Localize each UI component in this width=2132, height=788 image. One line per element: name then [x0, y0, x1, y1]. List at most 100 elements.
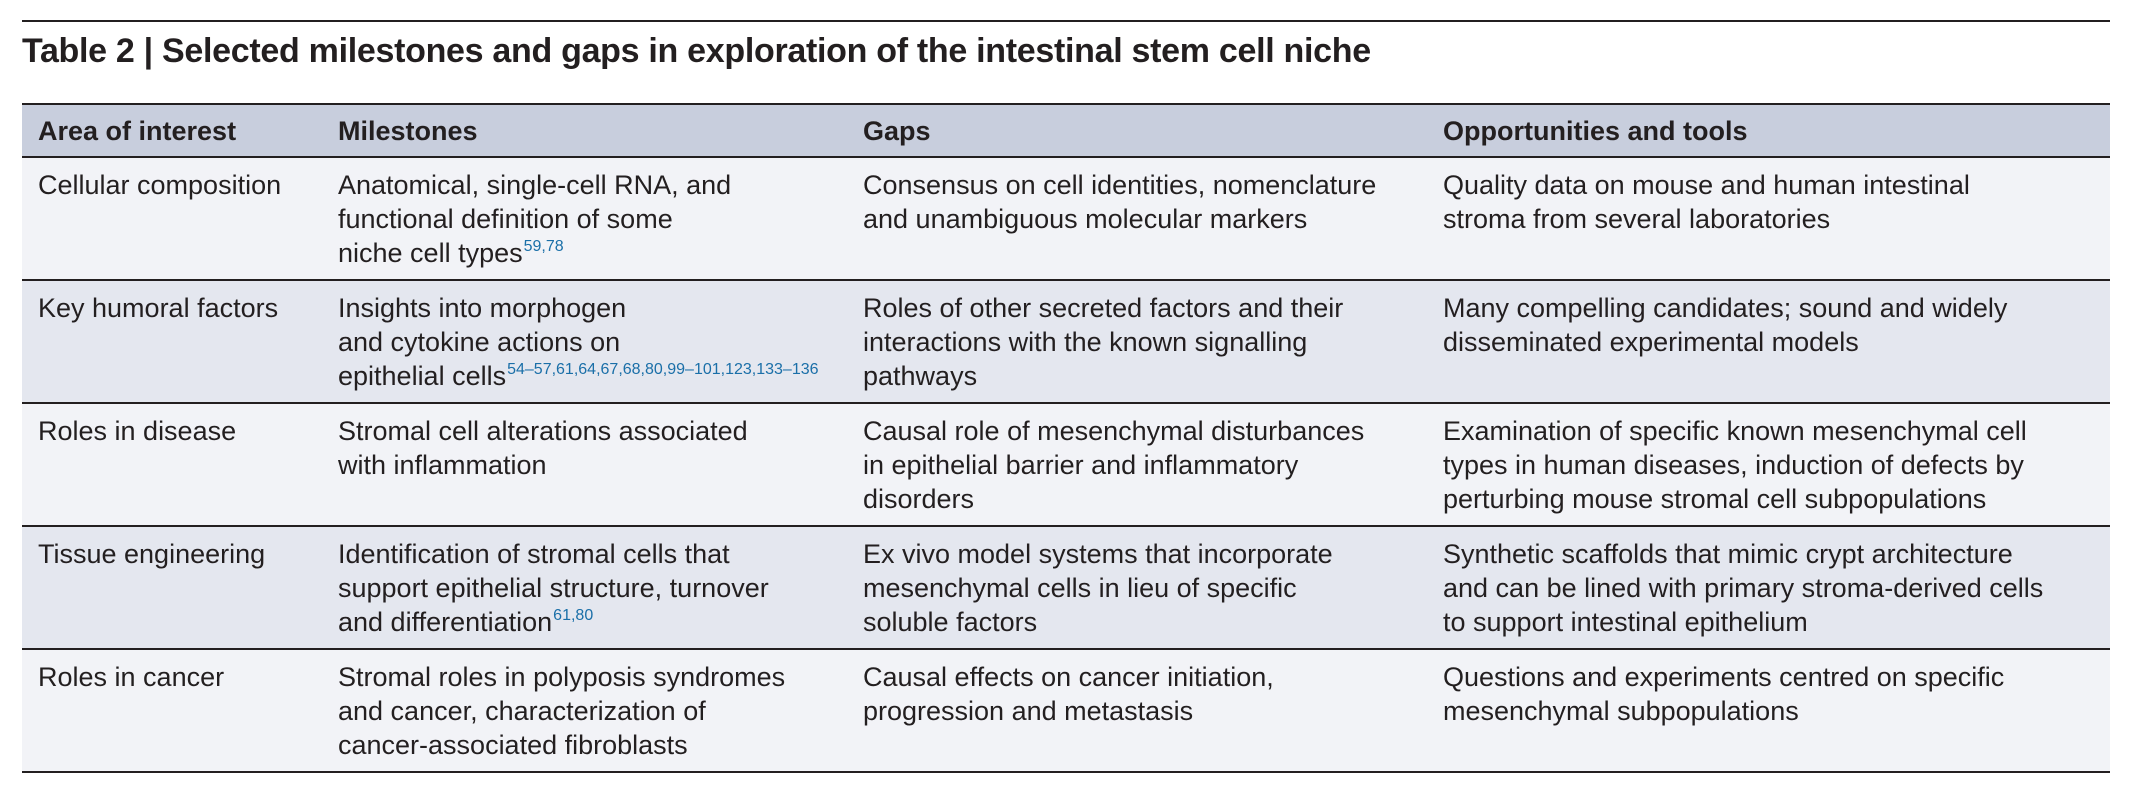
cell-text: Examination of specific known mesenchyma… — [1443, 416, 2027, 446]
table-row: Roles in cancer Stromal roles in polyposi… — [22, 649, 2110, 773]
cell-text-line: in epithelial barrier and inflammatory — [863, 448, 1417, 482]
cell-text-line: niche cell types59,78 — [338, 236, 837, 270]
cell-text: Identification of stromal cells that — [338, 539, 730, 569]
cell-text: Key humoral factors — [38, 293, 279, 323]
cell-text-line: pathways — [863, 359, 1417, 393]
cell-text: Roles in disease — [38, 416, 237, 446]
cell-text-line: Insights into morphogen — [338, 291, 837, 325]
milestones-table: Area of interest Milestones Gaps Opportu… — [22, 103, 2110, 773]
cell-text: in epithelial barrier and inflammatory — [863, 450, 1299, 480]
cell-area-of-interest: Roles in disease — [22, 403, 322, 527]
cell-text-line: and unambiguous molecular markers — [863, 202, 1417, 236]
cell-text: Anatomical, single-cell RNA, and — [338, 170, 732, 200]
cell-text: cancer-associated fibroblasts — [338, 730, 688, 760]
cell-text-line: and cancer, characterization of — [338, 694, 837, 728]
table-row: Roles in disease Stromal cell alterations… — [22, 403, 2110, 527]
cell-text-line: Examination of specific known mesenchyma… — [1443, 414, 2100, 448]
cell-milestones: Insights into morphogen and cytokine acti… — [322, 280, 847, 404]
cell-text-line: Key humoral factors — [38, 291, 312, 325]
cell-text: Quality data on mouse and human intestin… — [1443, 170, 1970, 200]
cell-text-line: Cellular composition — [38, 168, 312, 202]
table-row: Key humoral factors Insights into morphog… — [22, 280, 2110, 404]
cell-text: and differentiation — [338, 607, 553, 637]
cell-opportunities: Questions and experiments centred on spe… — [1427, 649, 2110, 773]
cell-text-line: Roles in disease — [38, 414, 312, 448]
cell-opportunities: Examination of specific known mesenchyma… — [1427, 403, 2110, 527]
cell-gaps: Consensus on cell identities, nomenclatu… — [847, 157, 1427, 281]
table-row: Cellular composition Anatomical, single-c… — [22, 157, 2110, 281]
cell-text-line: stroma from several laboratories — [1443, 202, 2100, 236]
cell-text-line: Roles of other secreted factors and thei… — [863, 291, 1417, 325]
cell-text: soluble factors — [863, 607, 1038, 637]
reference-link[interactable]: 61,80 — [553, 607, 594, 624]
cell-text: types in human diseases, induction of de… — [1443, 450, 2024, 480]
table-title: Table 2 | Selected milestones and gaps i… — [22, 32, 1371, 70]
cell-text: disseminated experimental models — [1443, 327, 1859, 357]
cell-text-line: disseminated experimental models — [1443, 325, 2100, 359]
cell-text: and unambiguous molecular markers — [863, 204, 1308, 234]
cell-opportunities: Many compelling candidates; sound and wi… — [1427, 280, 2110, 404]
cell-gaps: Causal effects on cancer initiation,prog… — [847, 649, 1427, 773]
cell-text: and cytokine actions on — [338, 327, 621, 357]
cell-text-line: Ex vivo model systems that incorporate — [863, 537, 1417, 571]
cell-text: Stromal cell alterations associated — [338, 416, 748, 446]
cell-text: Questions and experiments centred on spe… — [1443, 662, 2005, 692]
cell-text-line: and can be lined with primary stroma-der… — [1443, 571, 2100, 605]
cell-area-of-interest: Tissue engineering — [22, 526, 322, 650]
cell-text: Cellular composition — [38, 170, 282, 200]
cell-text-line: Causal effects on cancer initiation, — [863, 660, 1417, 694]
cell-text: niche cell types — [338, 238, 523, 268]
top-rule — [22, 20, 2110, 22]
cell-text: interactions with the known signalling — [863, 327, 1308, 357]
header-opportunities: Opportunities and tools — [1427, 103, 2110, 158]
cell-gaps: Causal role of mesenchymal disturbances i… — [847, 403, 1427, 527]
cell-text: Causal role of mesenchymal disturbances — [863, 416, 1365, 446]
cell-text: stroma from several laboratories — [1443, 204, 1831, 234]
header-milestones: Milestones — [322, 103, 847, 158]
cell-text-line: Consensus on cell identities, nomenclatu… — [863, 168, 1417, 202]
reference-link[interactable]: 54–57,61,64,67,68,80,99–101,123,133–136 — [507, 361, 819, 378]
cell-text-line: Questions and experiments centred on spe… — [1443, 660, 2100, 694]
cell-text-line: types in human diseases, induction of de… — [1443, 448, 2100, 482]
table-header-row: Area of interest Milestones Gaps Opportu… — [22, 103, 2110, 158]
reference-link[interactable]: 59,78 — [523, 238, 564, 255]
cell-opportunities: Synthetic scaffolds that mimic crypt arc… — [1427, 526, 2110, 650]
cell-text: perturbing mouse stromal cell subpopulat… — [1443, 484, 1987, 514]
cell-text-line: Stromal cell alterations associated — [338, 414, 837, 448]
cell-text-line: Anatomical, single-cell RNA, and — [338, 168, 837, 202]
cell-text: Insights into morphogen — [338, 293, 627, 323]
cell-text-line: progression and metastasis — [863, 694, 1417, 728]
cell-text-line: Quality data on mouse and human intestin… — [1443, 168, 2100, 202]
cell-text: Stromal roles in polyposis syndromes — [338, 662, 786, 692]
cell-text: Synthetic scaffolds that mimic crypt arc… — [1443, 539, 2013, 569]
cell-text-line: Stromal roles in polyposis syndromes — [338, 660, 837, 694]
cell-text: support epithelial structure, turnover — [338, 573, 769, 603]
cell-text: Causal effects on cancer initiation, — [863, 662, 1274, 692]
cell-text: pathways — [863, 361, 978, 391]
cell-area-of-interest: Cellular composition — [22, 157, 322, 281]
cell-milestones: Identification of stromal cells that supp… — [322, 526, 847, 650]
table-body: Cellular composition Anatomical, single-c… — [22, 157, 2110, 773]
cell-text: Consensus on cell identities, nomenclatu… — [863, 170, 1377, 200]
cell-text-line: Synthetic scaffolds that mimic crypt arc… — [1443, 537, 2100, 571]
cell-text: to support intestinal epithelium — [1443, 607, 1808, 637]
table-row: Tissue engineering Identification of stro… — [22, 526, 2110, 650]
cell-text-line: Identification of stromal cells that — [338, 537, 837, 571]
cell-text-line: perturbing mouse stromal cell subpopulat… — [1443, 482, 2100, 516]
cell-text-line: soluble factors — [863, 605, 1417, 639]
cell-opportunities: Quality data on mouse and human intestin… — [1427, 157, 2110, 281]
cell-area-of-interest: Key humoral factors — [22, 280, 322, 404]
cell-text-line: interactions with the known signalling — [863, 325, 1417, 359]
cell-text: disorders — [863, 484, 975, 514]
cell-gaps: Roles of other secreted factors and thei… — [847, 280, 1427, 404]
cell-text-line: functional definition of some — [338, 202, 837, 236]
cell-text: Roles in cancer — [38, 662, 225, 692]
cell-text: mesenchymal subpopulations — [1443, 696, 1799, 726]
cell-text-line: Many compelling candidates; sound and wi… — [1443, 291, 2100, 325]
cell-text-line: Tissue engineering — [38, 537, 312, 571]
header-gaps: Gaps — [847, 103, 1427, 158]
